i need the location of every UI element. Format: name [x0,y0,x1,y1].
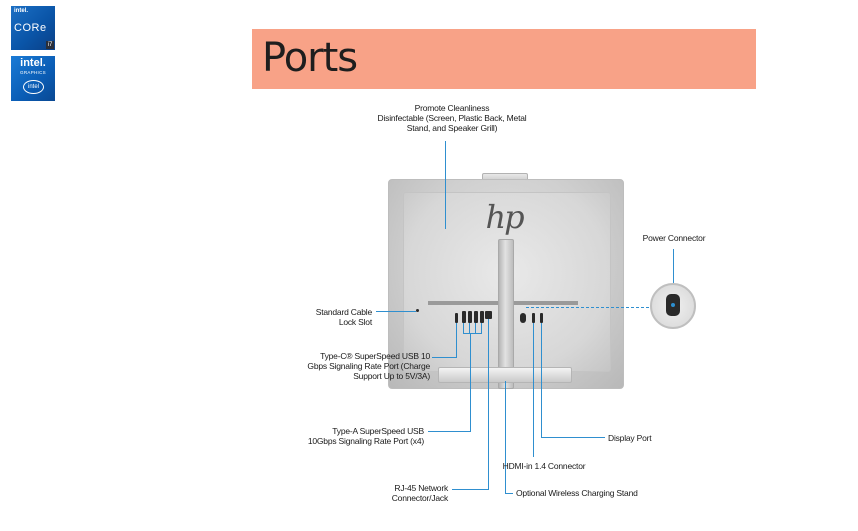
display-port-label: Display Port [608,433,652,443]
usb-a-leader-v [470,333,472,431]
ports-header: Ports [252,29,756,89]
usb-a-tick-3 [475,323,477,333]
usb-a-port-1 [462,311,466,323]
wireless-stand-leader-h [505,493,513,495]
rj45-label: RJ-45 Network Connector/Jack [352,483,448,503]
usb-a-tick-1 [463,323,465,333]
power-leader-h [526,307,650,309]
cleanliness-line-3: Stand, and Speaker Grill) [406,123,498,133]
rj45-line-2: Connector/Jack [391,493,448,503]
cleanliness-line-2: Disinfectable (Screen, Plastic Back, Met… [377,113,527,123]
power-port [520,313,526,323]
rj45-port [485,311,492,319]
usb-a-label: Type-A SuperSpeed USB 10Gbps Signaling R… [282,426,424,446]
usb-a-port-4 [480,311,484,323]
rj45-line-1: RJ-45 Network [394,483,448,493]
cable-lock-line-1: Standard Cable [315,307,372,317]
page-title: Ports [262,35,358,81]
cleanliness-label: Promote Cleanliness Disinfectable (Scree… [352,103,552,133]
hp-logo: hp [485,198,524,236]
cable-lock-slot [416,309,419,312]
power-connector-zoom [650,283,696,329]
hdmi-port [532,313,535,323]
cleanliness-line-1: Promote Cleanliness [414,103,490,113]
core-text: CORe [14,22,47,34]
rj45-leader-v [488,319,490,489]
intel-brand-text: intel. [14,8,29,14]
cable-lock-line-2: Lock Slot [338,317,372,327]
usb-a-port-2 [468,311,472,323]
cable-lock-label: Standard Cable Lock Slot [276,307,372,327]
rj45-leader-h [452,489,489,491]
intel-graphics-badge: intel. GRAPHICS intel [11,56,55,101]
intel-core-i7-badge: intel. CORe i7 [11,6,55,50]
usb-c-leader-h [432,357,457,359]
wireless-stand-label: Optional Wireless Charging Stand [516,488,638,498]
usb-a-line-1: Type-A SuperSpeed USB [332,426,424,436]
power-leader-v [673,249,675,283]
usb-a-bracket [463,333,482,335]
power-dot [671,303,675,307]
usb-a-leader-h [428,431,471,433]
hdmi-leader [533,323,535,457]
wireless-stand-leader-v [505,381,507,493]
display-port-leader-v [541,323,543,437]
generation-text: i7 [46,41,54,49]
usb-a-tick-4 [481,323,483,333]
usb-c-label: Type-C® SuperSpeed USB 10 Gbps Signaling… [268,351,430,381]
ports-diagram: Promote Cleanliness Disinfectable (Scree… [252,89,756,531]
usb-c-port [455,313,458,323]
intel-oval-logo: intel [23,80,44,94]
usb-c-line-2: Gbps Signaling Rate Port (Charge [307,361,430,371]
cleanliness-leader [445,141,447,229]
intel-brand-text-2: intel. [20,57,46,69]
power-plug-icon [666,294,680,316]
power-connector-label: Power Connector [642,233,706,243]
cable-lock-leader [376,311,416,313]
usb-c-line-3: Support Up to 5V/3A) [353,371,430,381]
usb-c-line-1: Type-C® SuperSpeed USB 10 [320,351,430,361]
usb-a-tick-2 [469,323,471,333]
usb-a-port-3 [474,311,478,323]
hdmi-label: HDMI-in 1.4 Connector [502,461,586,471]
display-port [540,313,543,323]
display-port-leader-h [541,437,605,439]
usb-a-line-2: 10Gbps Signaling Rate Port (x4) [307,436,424,446]
graphics-text: GRAPHICS [20,70,46,75]
usb-c-leader-v [456,323,458,357]
